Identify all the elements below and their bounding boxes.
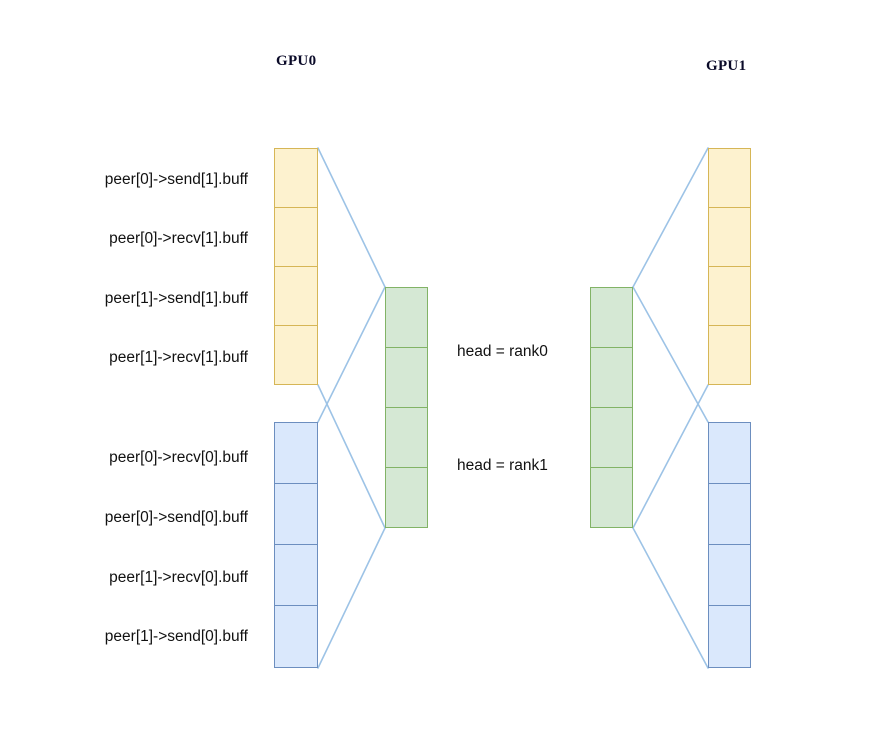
gpu0-lower-buffer-stack [274, 422, 318, 669]
gpu1-upper-buffer-stack [708, 148, 751, 386]
label-peer1-recv1: peer[1]->recv[1].buff [109, 349, 248, 366]
gpu0-lower-cell-1 [274, 483, 318, 546]
center-right-cell-2 [590, 406, 633, 469]
label-peer0-recv1: peer[0]->recv[1].buff [109, 230, 248, 247]
gpu1-lower-cell-2 [708, 544, 751, 607]
label-peer0-send1: peer[0]->send[1].buff [104, 171, 248, 188]
center-left-cell-1 [385, 346, 428, 409]
gpu0-lower-cell-3 [274, 605, 318, 669]
gpu0-upper-cell-1 [274, 206, 318, 268]
center-right-cell-1 [590, 346, 633, 409]
center-right-green-stack [590, 287, 633, 529]
gpu1-lower-buffer-stack [708, 422, 751, 669]
gpu1-title: GPU1 [706, 58, 747, 74]
gpu0-title: GPU0 [276, 53, 317, 69]
connector-gpu1-blue-bottom [632, 527, 709, 669]
center-right-cell-3 [590, 466, 633, 529]
label-peer1-send1: peer[1]->send[1].buff [104, 290, 248, 307]
center-left-green-stack [385, 287, 428, 529]
gpu1-lower-cell-3 [708, 605, 751, 669]
center-left-cell-3 [385, 466, 428, 529]
gpu0-upper-cell-3 [274, 324, 318, 386]
gpu1-upper-cell-3 [708, 324, 751, 386]
center-left-cell-0 [385, 287, 428, 349]
gpu1-upper-cell-2 [708, 265, 751, 327]
gpu0-upper-cell-0 [274, 148, 318, 209]
gpu0-upper-cell-2 [274, 265, 318, 327]
center-left-cell-2 [385, 406, 428, 469]
gpu0-lower-cell-0 [274, 422, 318, 485]
connector-gpu0-blue-bottom [317, 527, 386, 669]
label-peer0-recv0: peer[0]->recv[0].buff [109, 449, 248, 466]
head-rank0-label: head = rank0 [457, 343, 548, 360]
connector-gpu0-blue-top [317, 286, 386, 423]
head-rank1-label: head = rank1 [457, 457, 548, 474]
connector-gpu0-orange-top [317, 147, 386, 288]
label-peer1-recv0: peer[1]->recv[0].buff [109, 569, 248, 586]
connector-gpu0-orange-bottom [317, 384, 386, 529]
connector-gpu1-orange-top [632, 147, 709, 288]
gpu0-upper-buffer-stack [274, 148, 318, 386]
center-right-cell-0 [590, 287, 633, 349]
connector-gpu1-blue-top [632, 286, 709, 423]
label-peer0-send0: peer[0]->send[0].buff [104, 509, 248, 526]
gpu0-lower-cell-2 [274, 544, 318, 607]
label-peer1-send0: peer[1]->send[0].buff [104, 628, 248, 645]
gpu1-upper-cell-1 [708, 206, 751, 268]
gpu1-lower-cell-1 [708, 483, 751, 546]
connector-gpu1-orange-bottom [632, 384, 709, 529]
gpu1-upper-cell-0 [708, 148, 751, 209]
gpu1-lower-cell-0 [708, 422, 751, 485]
